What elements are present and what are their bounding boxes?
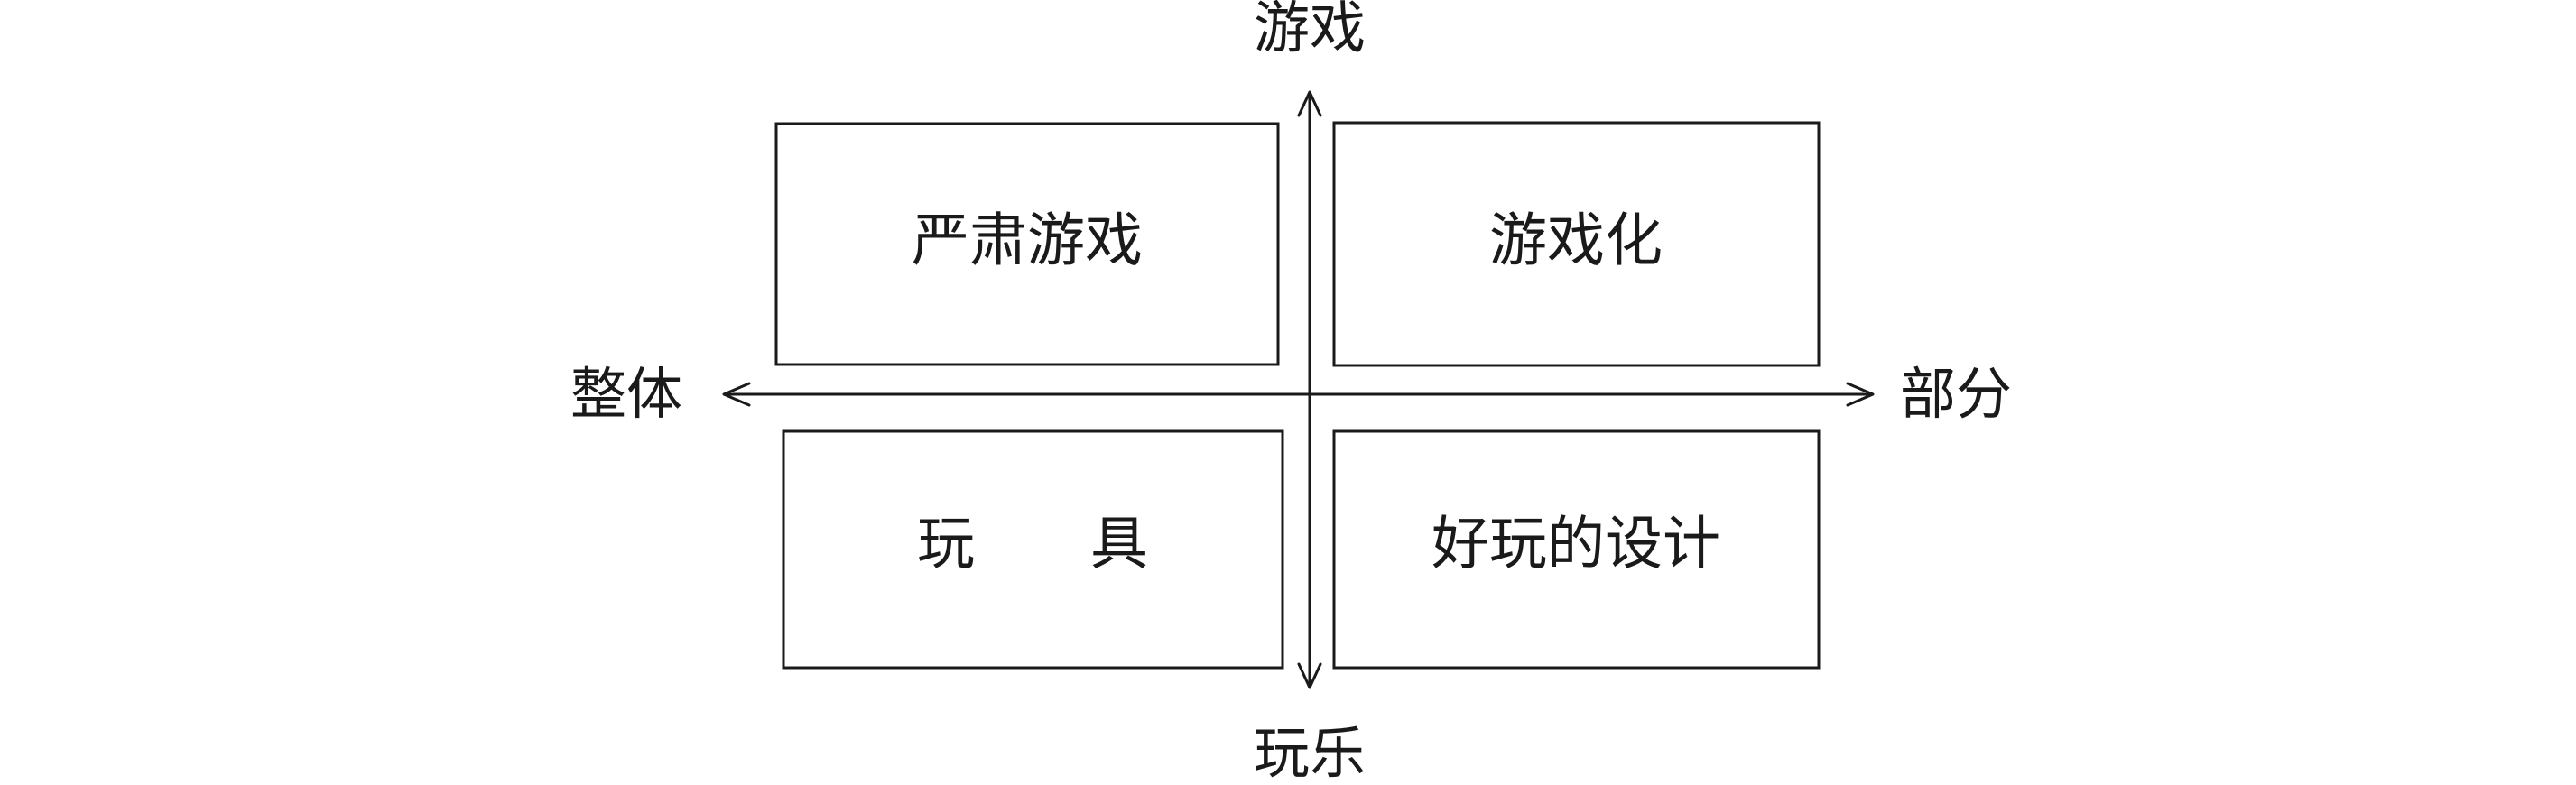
quadrant-label-bottom-right: 好玩的设计 xyxy=(1432,512,1720,578)
quadrant-box-top-right xyxy=(1332,121,1821,367)
quadrant-label-bottom-left: 玩 具 xyxy=(917,512,1148,578)
arrow-right-icon xyxy=(1846,382,1875,407)
quadrant-box-bottom-right xyxy=(1332,429,1821,670)
arrow-up-icon xyxy=(1297,90,1322,117)
quadrant-box-bottom-left xyxy=(782,429,1284,670)
quadrant-label-top-right: 游戏化 xyxy=(1489,208,1663,275)
quadrant-box-top-left xyxy=(774,122,1280,366)
arrow-left-icon xyxy=(722,382,751,407)
axis-label-left: 整体 xyxy=(570,361,682,427)
arrow-down-icon xyxy=(1297,662,1322,689)
axis-label-right: 部分 xyxy=(1900,361,2012,427)
axis-label-bottom: 玩乐 xyxy=(1254,720,1366,785)
quadrant-label-top-left: 严肃游戏 xyxy=(912,208,1143,275)
axis-label-top: 游戏 xyxy=(1254,0,1366,60)
